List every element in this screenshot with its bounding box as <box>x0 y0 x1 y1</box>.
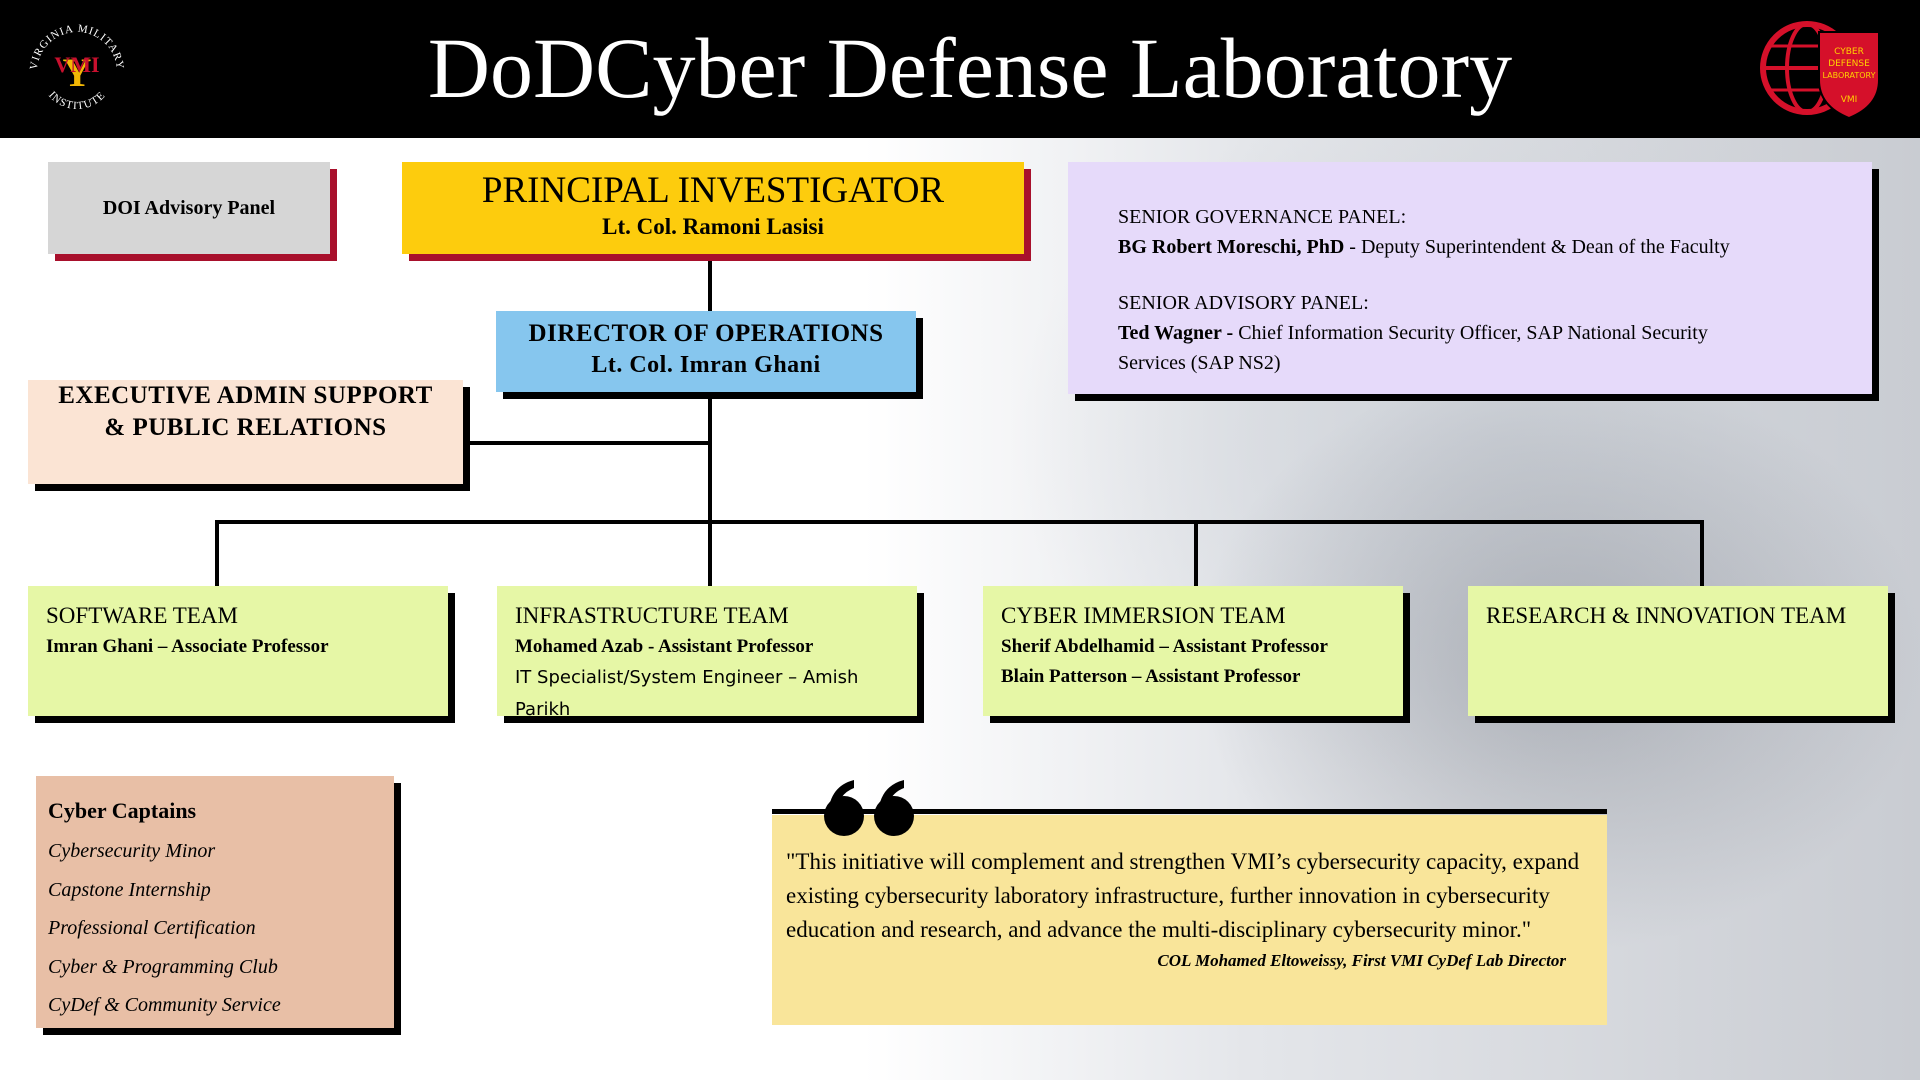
cyber-immersion-team-member: Blain Patterson – Assistant Professor <box>1001 666 1301 687</box>
page-title: DoDCyber Defense Laboratory <box>427 20 1513 116</box>
cyber-immersion-team-box: CYBER IMMERSION TEAM Sherif Abdelhamid –… <box>983 586 1403 716</box>
senior-advisory-heading: SENIOR ADVISORY PANEL: <box>1118 292 1369 314</box>
connector-research-team <box>1700 520 1704 586</box>
research-innovation-team-box: RESEARCH & INNOVATION TEAM <box>1468 586 1888 716</box>
infrastructure-team-name: INFRASTRUCTURE TEAM <box>515 603 789 628</box>
software-team-name: SOFTWARE TEAM <box>46 603 238 628</box>
senior-governance-entry: BG Robert Moreschi, PhD - Deputy Superin… <box>1118 232 1872 262</box>
doi-advisory-panel-label: DOI Advisory Panel <box>102 196 276 219</box>
executive-admin-box: EXECUTIVE ADMIN SUPPORT & PUBLIC RELATIO… <box>28 380 463 484</box>
connector-pi-to-teams <box>708 254 712 586</box>
header-bar: VIRGINIA MILITARY INSTITUTE Y VMI DoDCyb… <box>0 0 1920 138</box>
cyber-captains-item: Cyber & Programming Club <box>48 955 278 978</box>
executive-admin-line2: & PUBLIC RELATIONS <box>104 414 387 441</box>
director-of-operations-box: DIRECTOR OF OPERATIONS Lt. Col. Imran Gh… <box>496 311 916 392</box>
infrastructure-team-member: Mohamed Azab - Assistant Professor <box>515 636 814 657</box>
quote-top-rule <box>772 809 1607 814</box>
senior-governance-name: BG Robert Moreschi, PhD <box>1118 236 1345 258</box>
connector-horizontal-teams <box>215 520 1703 524</box>
svg-text:DEFENSE: DEFENSE <box>1828 59 1870 69</box>
infrastructure-team-box: INFRASTRUCTURE TEAM Mohamed Azab - Assis… <box>497 586 917 720</box>
senior-advisory-entry: Ted Wagner - Chief Information Security … <box>1118 318 1872 348</box>
cyber-captains-item: Professional Certification <box>48 917 256 939</box>
svg-text:LABORATORY: LABORATORY <box>1823 71 1876 80</box>
principal-investigator-name: Lt. Col. Ramoni Lasisi <box>602 214 824 239</box>
vmi-seal-logo: VIRGINIA MILITARY INSTITUTE Y VMI <box>28 23 125 112</box>
svg-text:VMI: VMI <box>54 52 99 77</box>
senior-governance-role: - Deputy Superintendent & Dean of the Fa… <box>1344 236 1730 258</box>
connector-software-team <box>215 520 219 586</box>
quote-author: COL Mohamed Eltoweissy, First VMI CyDef … <box>1157 951 1566 970</box>
quote-mark-icon <box>824 780 914 836</box>
infrastructure-team-member: IT Specialist/System Engineer – Amish Pa… <box>515 667 859 720</box>
executive-admin-line1: EXECUTIVE ADMIN SUPPORT <box>58 382 433 409</box>
director-title: DIRECTOR OF OPERATIONS <box>528 320 884 347</box>
cyber-immersion-team-name: CYBER IMMERSION TEAM <box>1001 603 1286 628</box>
connector-exec-admin <box>463 441 710 445</box>
cyber-captains-item: CyDef & Community Service <box>48 994 281 1016</box>
svg-text:Y: Y <box>63 50 92 95</box>
senior-advisory-role: Chief Information Security Officer, SAP … <box>1233 322 1708 344</box>
svg-text:CYBER: CYBER <box>1834 47 1864 57</box>
quote-box: "This initiative will complement and str… <box>772 815 1607 1025</box>
software-team-member: Imran Ghani – Associate Professor <box>46 636 329 657</box>
governance-panel-box: SENIOR GOVERNANCE PANEL: BG Robert Mores… <box>1068 162 1872 394</box>
director-name: Lt. Col. Imran Ghani <box>591 352 821 378</box>
principal-investigator-box: PRINCIPAL INVESTIGATOR Lt. Col. Ramoni L… <box>402 162 1024 254</box>
svg-text:VMI: VMI <box>1841 95 1858 105</box>
cyber-captains-box: Cyber Captains Cybersecurity Minor Capst… <box>36 776 394 1028</box>
cyber-captains-item: Capstone Internship <box>48 878 211 901</box>
senior-advisory-role-cont: Services (SAP NS2) <box>1118 352 1281 374</box>
cyber-defense-lab-globe-logo: CYBER DEFENSE LABORATORY VMI <box>1760 21 1880 120</box>
research-team-name: RESEARCH & INNOVATION TEAM <box>1486 603 1847 628</box>
quote-text: "This initiative will complement and str… <box>786 849 1580 942</box>
senior-governance-heading: SENIOR GOVERNANCE PANEL: <box>1118 206 1407 228</box>
senior-advisory-name: Ted Wagner - <box>1118 322 1234 344</box>
cyber-immersion-team-member: Sherif Abdelhamid – Assistant Professor <box>1001 636 1328 657</box>
cyber-captains-item: Cybersecurity Minor <box>48 840 216 862</box>
cyber-captains-title: Cyber Captains <box>48 798 197 823</box>
doi-advisory-panel-box: DOI Advisory Panel <box>48 162 330 254</box>
principal-investigator-title: PRINCIPAL INVESTIGATOR <box>481 170 945 211</box>
software-team-box: SOFTWARE TEAM Imran Ghani – Associate Pr… <box>28 586 448 716</box>
connector-cyber-immersion-team <box>1194 520 1198 586</box>
